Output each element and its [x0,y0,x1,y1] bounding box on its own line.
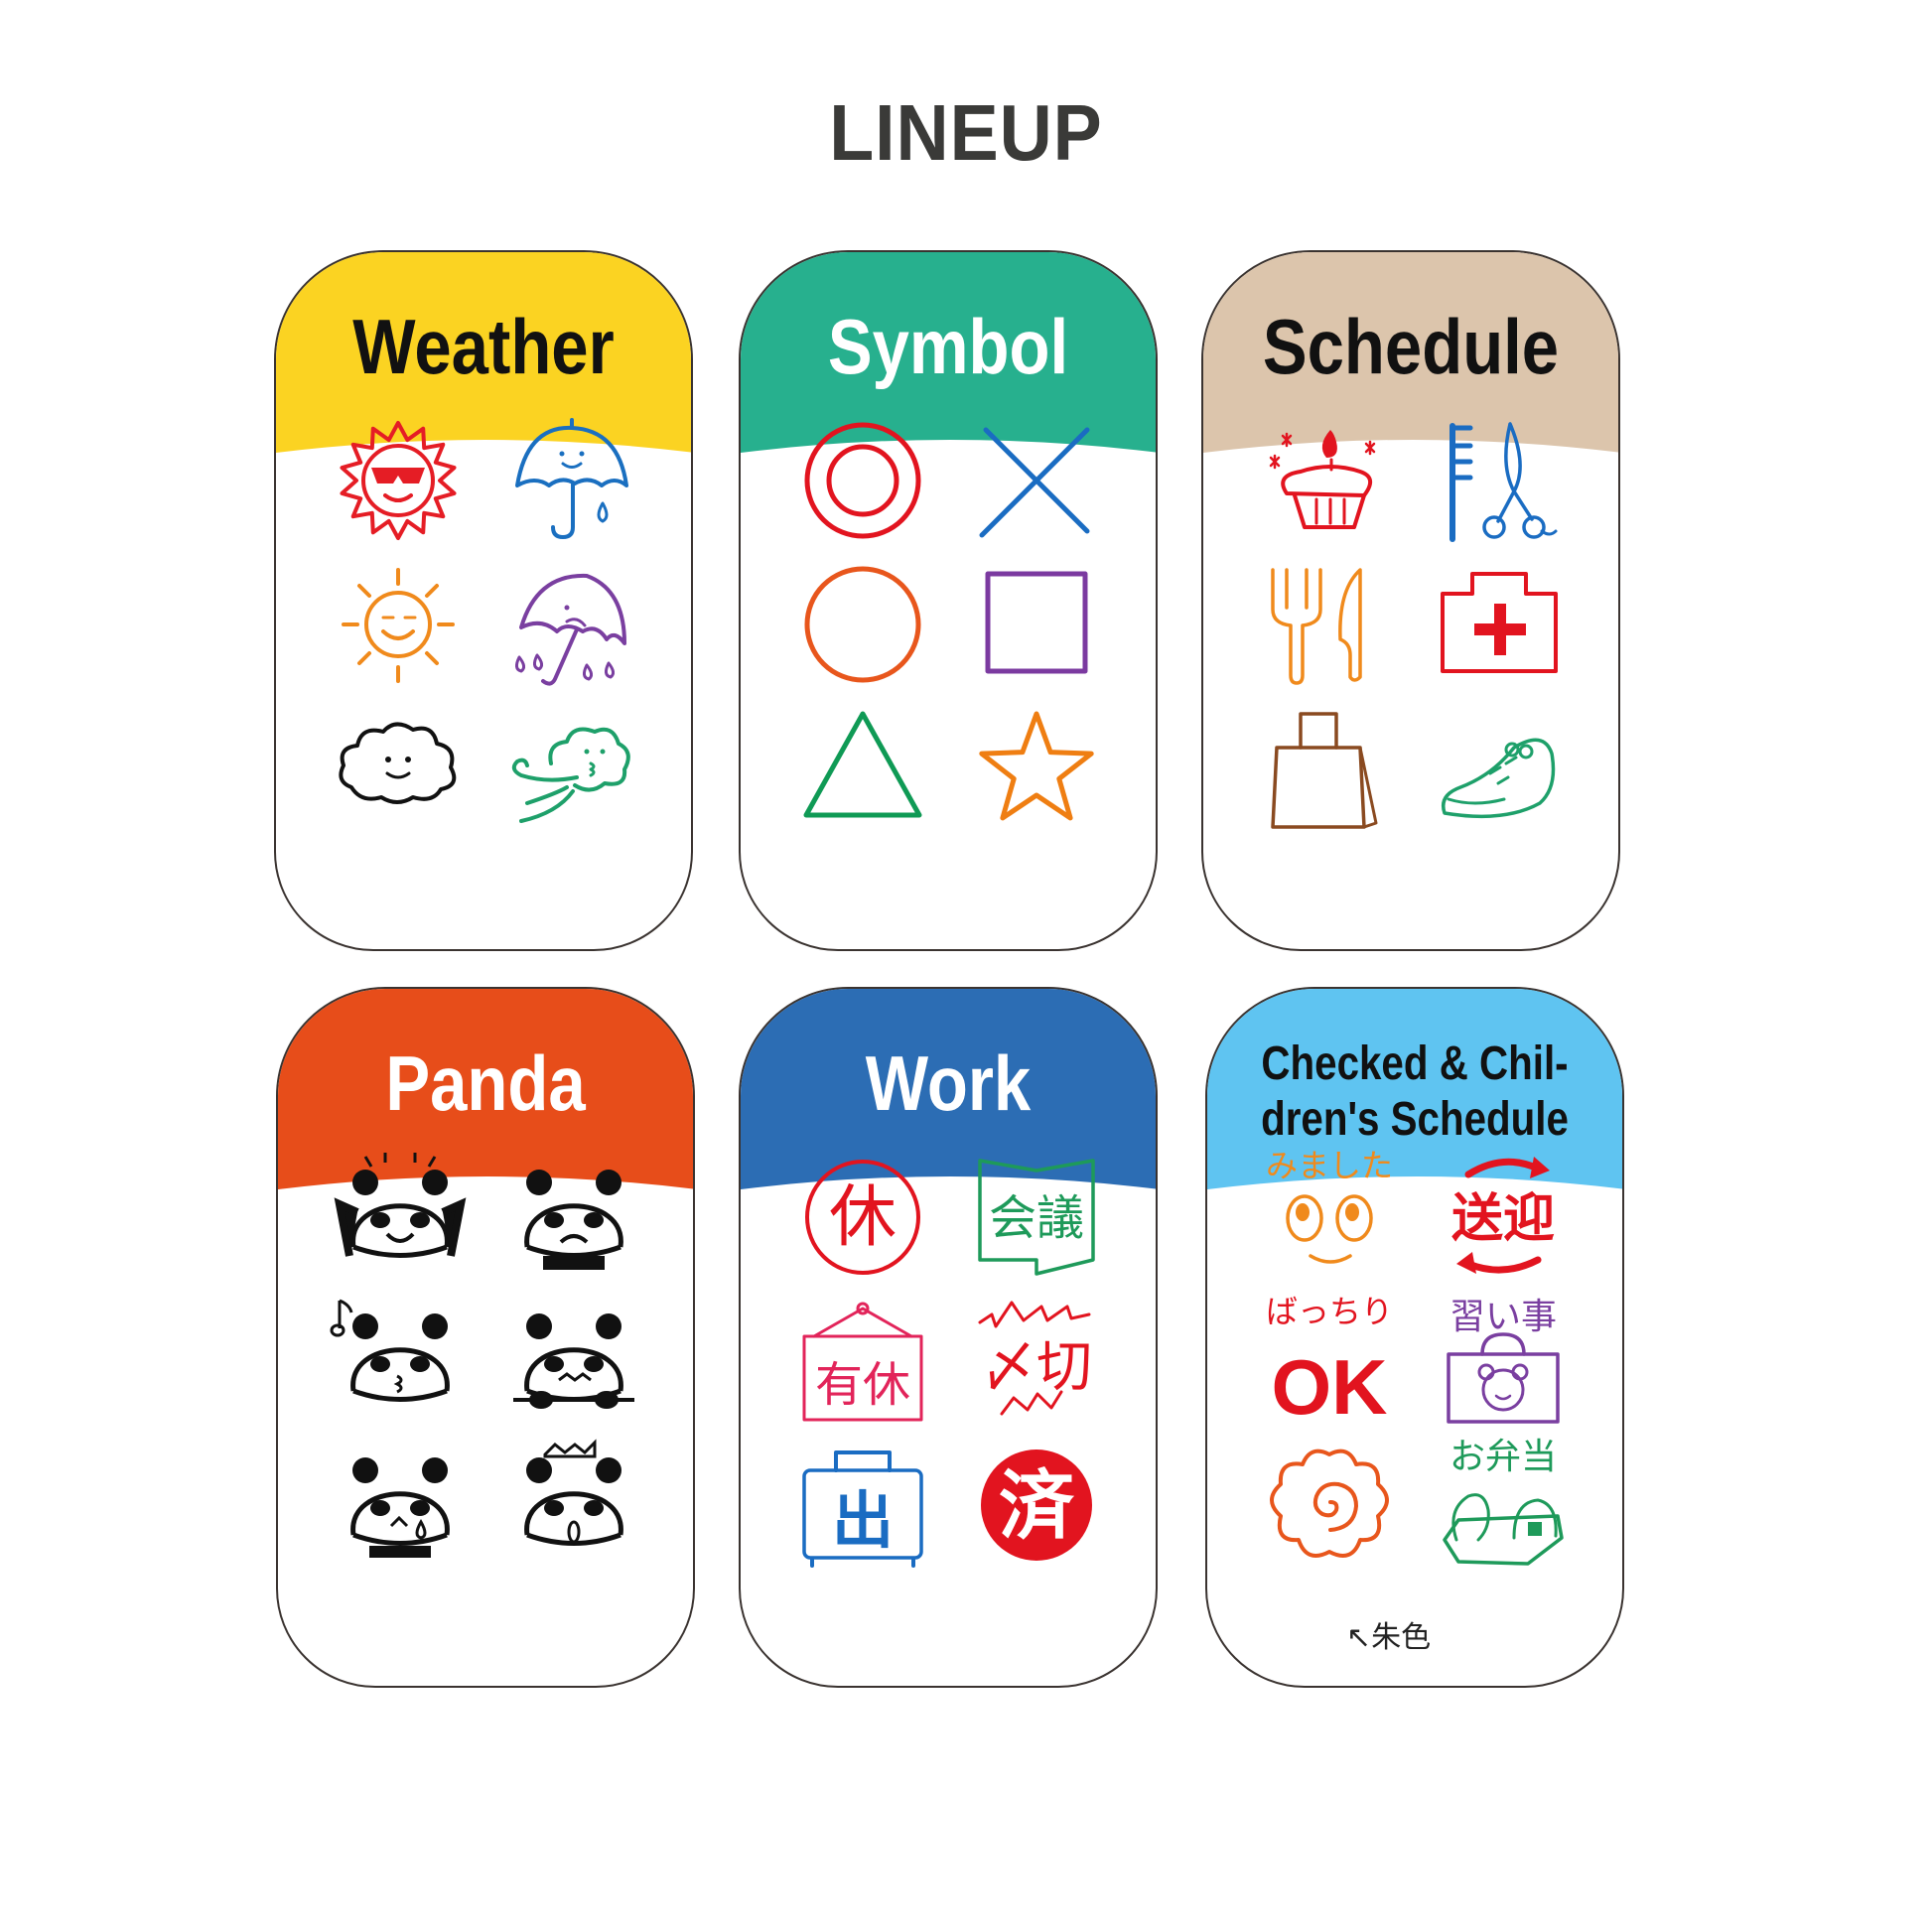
meeting-book-stamp: 会議 [972,1153,1101,1282]
svg-text:済: 済 [999,1461,1075,1550]
card-panda: Panda [276,987,695,1688]
svg-text:ばっちり: ばっちり [1266,1293,1393,1330]
shopping-bag-icon [1261,704,1390,833]
fork-knife-icon [1261,560,1390,689]
page-title: LINEUP [829,88,1103,177]
card-header: Weather [276,252,691,457]
card-symbol: Symbol [739,250,1158,951]
cloud-icon [334,704,463,833]
done-filled-circle-stamp: 済 [972,1441,1101,1570]
card-header: Schedule [1203,252,1618,457]
square-icon [972,560,1101,689]
svg-text:みました: みました [1266,1147,1393,1184]
card-header: Symbol [741,252,1156,457]
flower-swirl-stamp [1265,1441,1394,1570]
card-title: Weather [352,303,615,390]
pickup-dropoff-stamp: 送迎 [1439,1153,1568,1282]
sneaker-icon [1435,704,1564,833]
svg-text:有休: 有休 [815,1357,910,1413]
card-title: Work [865,1039,1032,1127]
first-aid-kit-icon [1435,560,1564,689]
bento-stamp: お弁当 [1439,1437,1568,1570]
card-weather: Weather [274,250,693,951]
card-header: Checked & Chil-dren's Schedule [1207,989,1622,1193]
lessons-bag-stamp: 習い事 [1439,1297,1568,1426]
panda-surprised-icon [509,1439,638,1570]
card-title: Symbol [827,303,1069,390]
svg-text:会議: 会議 [989,1190,1084,1246]
svg-text:〆切: 〆切 [981,1335,1092,1400]
panda-peeking-icon [509,1297,638,1426]
card-header: Work [741,989,1156,1193]
card-title: Checked & Chil-dren's Schedule [1240,1036,1588,1148]
card-schedule: Schedule [1201,250,1620,951]
star-icon [972,704,1101,833]
svg-text:お弁当: お弁当 [1449,1437,1557,1477]
double-circle-icon [798,416,927,545]
vermilion-ink-note: ↖朱色 [1346,1620,1432,1655]
deadline-burst-stamp: 〆切 [972,1297,1101,1426]
mimashita-face-stamp: みました [1265,1147,1394,1282]
card-title-line-2: dren's Schedule [1261,1093,1569,1146]
panda-cheering-icon [334,1153,467,1282]
svg-text:出: 出 [832,1484,894,1557]
panda-grumpy-icon [509,1153,638,1282]
card-title: Panda [385,1039,586,1127]
triangle-icon [798,704,927,833]
sunglasses-sun-icon [334,416,463,545]
day-off-circle-stamp: 休 [798,1153,927,1282]
comb-scissors-icon [1435,416,1564,545]
paid-leave-sign-stamp: 有休 [798,1297,927,1426]
umbrella-icon [507,416,636,545]
svg-text:習い事: 習い事 [1449,1297,1557,1337]
svg-text:送迎: 送迎 [1451,1189,1555,1249]
rainy-umbrella-icon [507,560,636,689]
panda-whistling-icon [330,1297,465,1426]
card-title-line-1: Checked & Chil- [1261,1037,1569,1090]
panda-crying-icon [336,1441,465,1570]
bacchiri-ok-stamp: ばっちり OK [1265,1293,1394,1431]
svg-text:OK: OK [1272,1343,1388,1431]
birthday-cupcake-icon [1261,416,1390,545]
cross-icon [972,416,1101,545]
card-title: Schedule [1262,303,1560,390]
svg-text:休: 休 [829,1178,897,1257]
business-trip-suitcase-stamp: 出 [798,1441,927,1570]
card-header: Panda [278,989,693,1193]
circle-icon [798,560,927,689]
smiling-sun-icon [334,560,463,689]
windy-cloud-icon [507,704,636,833]
card-work: Work 休 会議有休 〆切出 済 [739,987,1158,1688]
